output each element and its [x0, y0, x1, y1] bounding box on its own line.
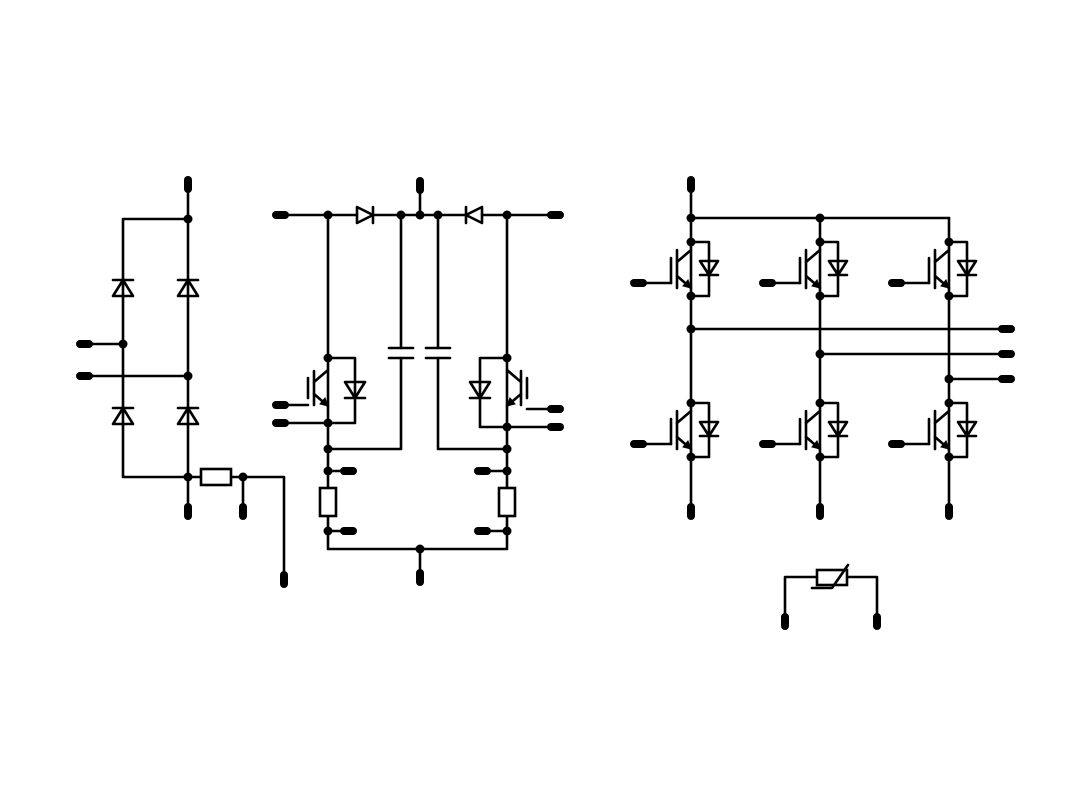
inverter-igbt: [634, 240, 720, 298]
junction: [502, 210, 512, 220]
junction: [396, 210, 406, 220]
pfc-stage: [272, 177, 564, 586]
junction: [183, 371, 193, 381]
junction: [815, 398, 825, 408]
rectifier-diode: [176, 278, 200, 298]
junction: [183, 214, 193, 224]
junction: [686, 291, 696, 301]
junction: [815, 291, 825, 301]
junction: [183, 472, 193, 482]
junction: [238, 472, 248, 482]
boost-diode: [355, 205, 375, 225]
junction: [944, 291, 954, 301]
junction: [323, 466, 333, 476]
junction: [686, 213, 696, 223]
junction: [686, 237, 696, 247]
junction: [502, 526, 512, 536]
pfc-igbt-left: [278, 356, 367, 425]
junction: [686, 452, 696, 462]
wire: [229, 475, 286, 580]
junction: [323, 353, 333, 363]
junction: [815, 237, 825, 247]
junction: [944, 237, 954, 247]
rectifier-bridge: [76, 176, 288, 588]
inverter-igbt: [763, 240, 849, 298]
junction: [686, 398, 696, 408]
sense-resistor: [497, 486, 517, 518]
inverter-igbt: [634, 401, 720, 459]
wire: [121, 217, 190, 479]
junction: [944, 398, 954, 408]
shunt-resistor: [199, 467, 233, 487]
junction: [323, 444, 333, 454]
wire: [326, 213, 403, 451]
junction: [944, 452, 954, 462]
junction: [323, 418, 333, 428]
sense-resistor: [318, 486, 338, 518]
junction: [433, 210, 443, 220]
junction: [686, 324, 696, 334]
boost-diode: [464, 205, 484, 225]
inverter-igbt: [892, 401, 978, 459]
inverter-igbt: [892, 240, 978, 298]
junction: [502, 353, 512, 363]
junction: [415, 210, 425, 220]
junction: [502, 444, 512, 454]
rectifier-diode: [176, 406, 200, 426]
wire: [436, 213, 509, 451]
junction: [323, 210, 333, 220]
junction: [815, 349, 825, 359]
pfc-igbt-right: [468, 356, 558, 429]
junction: [815, 452, 825, 462]
rectifier-diode: [111, 406, 135, 426]
junction: [502, 466, 512, 476]
wire: [783, 575, 879, 624]
junction: [502, 422, 512, 432]
junction: [944, 374, 954, 384]
inverter-igbt: [763, 401, 849, 459]
inverter-stage: [630, 176, 1015, 520]
junction: [323, 526, 333, 536]
junction: [415, 544, 425, 554]
junction: [118, 339, 128, 349]
ntc-thermistor: [781, 563, 881, 630]
rectifier-diode: [111, 278, 135, 298]
junction: [815, 213, 825, 223]
